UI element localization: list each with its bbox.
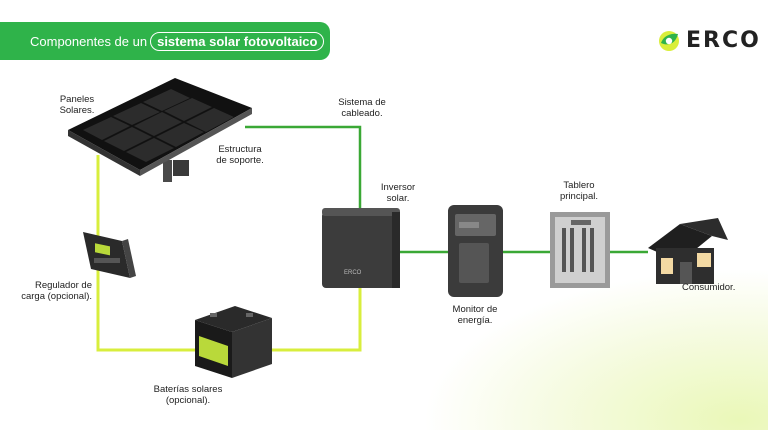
banner-prefix: Componentes de un xyxy=(30,33,148,49)
logo-text: ERCO xyxy=(686,28,761,53)
label-consumer: Consumidor. xyxy=(682,282,736,293)
banner-highlight: sistema solar fotovoltaico xyxy=(150,31,325,51)
erco-logo: ERCO xyxy=(658,28,761,53)
charge-regulator xyxy=(83,232,136,278)
solar-inverter: ERCO xyxy=(322,208,400,288)
leaf-logo-icon xyxy=(659,30,679,51)
label-batteries: Baterías solares (opcional). xyxy=(153,384,223,406)
wire-dc-loop xyxy=(96,155,362,352)
label-board: Tablero principal. xyxy=(559,180,599,202)
label-panels: Paneles Solares. xyxy=(59,94,95,116)
label-inverter: Inversor solar. xyxy=(380,182,416,204)
energy-monitor xyxy=(448,205,503,297)
inverter-brand: ERCO xyxy=(344,270,362,276)
solar-battery xyxy=(195,306,272,378)
label-wiring: Sistema de cableado. xyxy=(338,97,386,119)
main-panel-board xyxy=(550,212,610,288)
title-banner: Componentes de un sistema solar fotovolt… xyxy=(0,22,330,60)
house-consumer xyxy=(648,218,728,284)
label-structure: Estructura de soporte. xyxy=(216,144,264,166)
solar-panel xyxy=(68,78,252,182)
label-monitor: Monitor de energía. xyxy=(452,304,498,326)
label-regulator: Regulador de carga (opcional). xyxy=(21,280,92,302)
wire-panels-inverter xyxy=(245,125,362,212)
